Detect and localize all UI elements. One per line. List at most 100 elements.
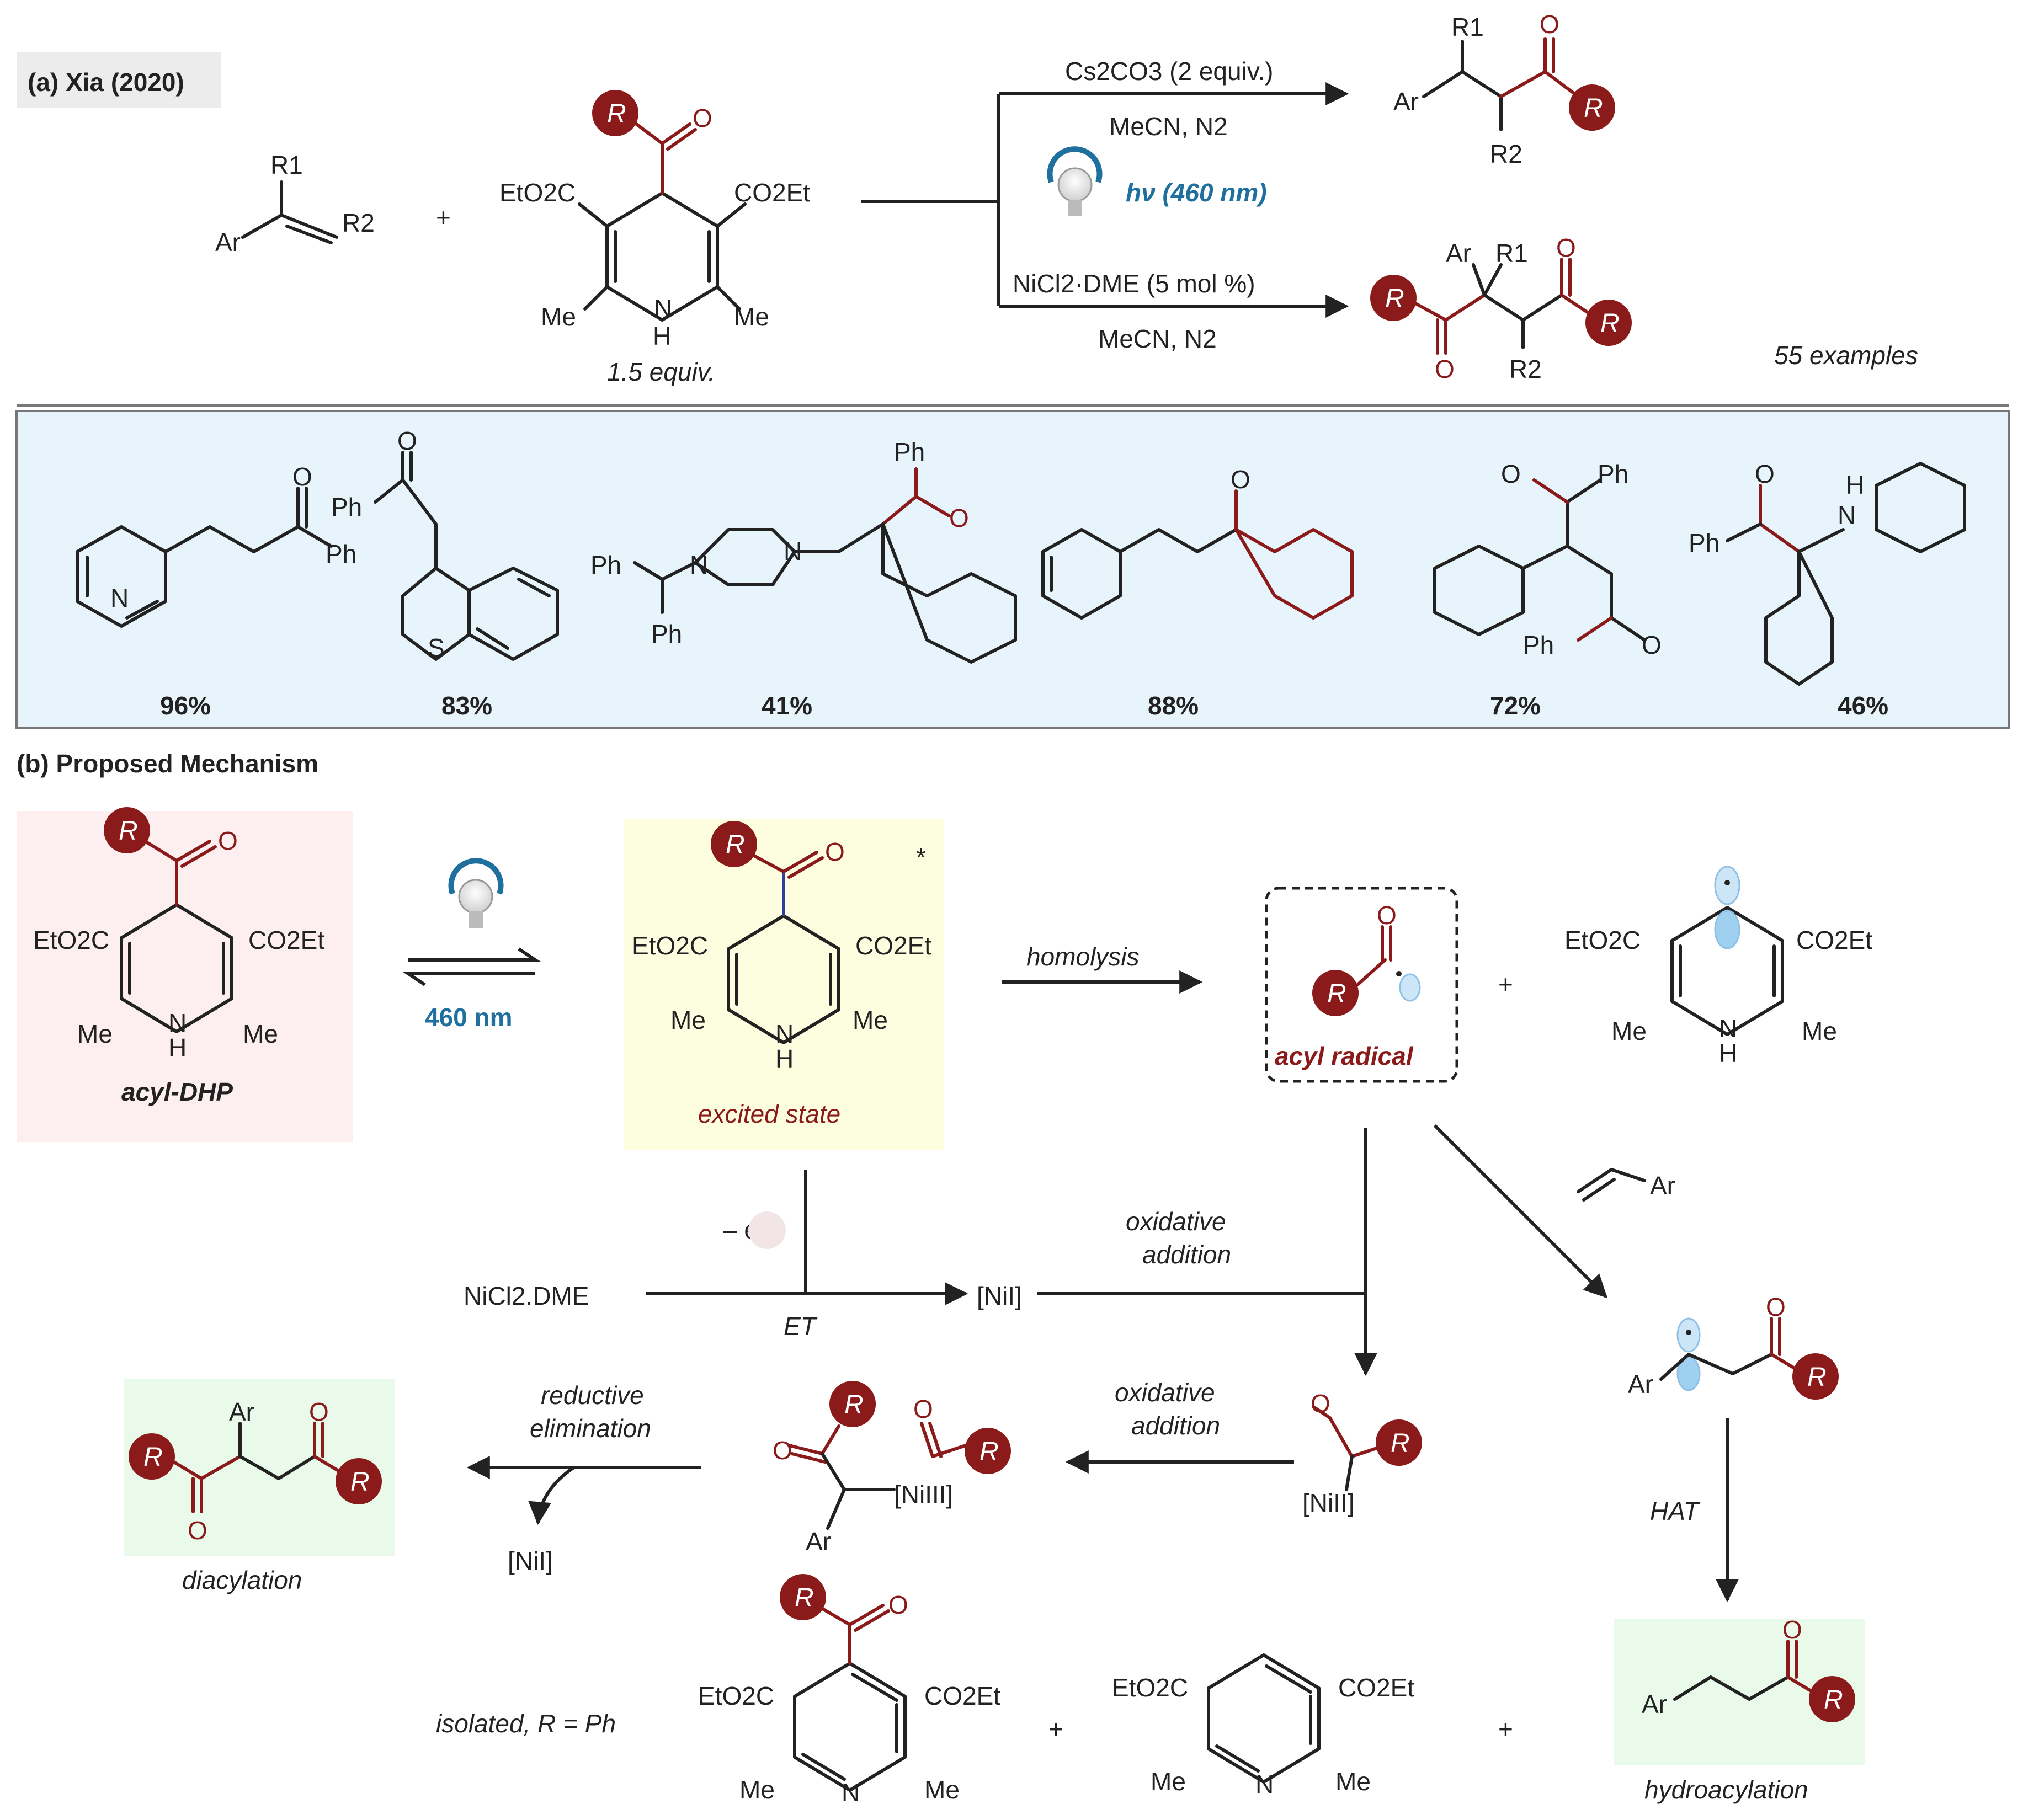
hydroacylation-product: R O Ar R1 R2: [1393, 10, 1615, 168]
nicl2-dme: NiCl2.DME: [464, 1282, 589, 1310]
svg-text:N: N: [1838, 501, 1856, 530]
svg-text:O: O: [397, 426, 417, 455]
lower-solvent: MeCN, N2: [1098, 324, 1217, 353]
svg-text:R2: R2: [1490, 140, 1522, 168]
svg-text:O: O: [1231, 465, 1250, 494]
svg-text:Me: Me: [853, 1006, 888, 1034]
svg-text:EtO2C: EtO2C: [1564, 926, 1641, 954]
svg-text:O: O: [693, 104, 712, 132]
svg-text:CO2Et: CO2Et: [924, 1682, 1000, 1710]
svg-text:R: R: [1584, 94, 1603, 123]
svg-text:R2: R2: [342, 209, 375, 237]
compound-1: N O Ph: [76, 462, 356, 628]
svg-text:Me: Me: [541, 302, 576, 331]
svg-text:R1: R1: [1451, 13, 1484, 41]
plus-byproduct-2: +: [1498, 1715, 1513, 1743]
hat-label: HAT: [1650, 1497, 1700, 1525]
svg-text:O: O: [218, 826, 238, 855]
diacylation-structure: R R O O Ar: [129, 1397, 382, 1545]
svg-text:N: N: [784, 537, 802, 565]
svg-text:H: H: [1846, 471, 1864, 499]
excited-state-label: excited state: [698, 1100, 840, 1128]
svg-text:O: O: [913, 1395, 933, 1423]
compound-4: O: [1041, 465, 1354, 620]
styrene-reagent: Ar: [1577, 1168, 1675, 1202]
svg-text:O: O: [1540, 10, 1559, 39]
svg-text:R: R: [143, 1443, 163, 1472]
oxidative-addition-2b: addition: [1131, 1411, 1220, 1440]
svg-text:Ph: Ph: [894, 437, 925, 466]
reagent-equiv: 1.5 equiv.: [607, 357, 715, 386]
wavelength-label: 460 nm: [425, 1003, 513, 1032]
svg-text:H: H: [1719, 1039, 1737, 1068]
acyl-dhp-structure: R O EtO2C CO2Et Me Me N H: [33, 807, 324, 1062]
examples-count: 55 examples: [1774, 341, 1918, 370]
svg-text:Me: Me: [1802, 1017, 1837, 1045]
yield-2: 83%: [441, 691, 492, 720]
svg-text:R1: R1: [270, 151, 303, 179]
svg-text:Ph: Ph: [590, 551, 621, 579]
svg-text:H: H: [653, 322, 671, 350]
reductive-elimination-b: elimination: [530, 1414, 651, 1443]
svg-text:Ar: Ar: [1642, 1690, 1667, 1718]
acyl-dhp-label: acyl-DHP: [121, 1077, 233, 1106]
oxidative-addition-1a: oxidative: [1126, 1207, 1226, 1236]
hydroacylation-label: hydroacylation: [1644, 1775, 1808, 1804]
upper-base: Cs2CO3 (2 equiv.): [1065, 57, 1274, 86]
compound-3: N N Ph Ph Ph O: [590, 437, 1017, 664]
svg-text:EtO2C: EtO2C: [698, 1682, 774, 1710]
acyl-dhp-reagent: R O EtO2C CO2Et Me Me N H: [499, 90, 810, 350]
svg-text:R: R: [1600, 309, 1620, 338]
svg-text:[NiII]: [NiII]: [1302, 1488, 1355, 1517]
acyl-radical-label: acyl radical: [1275, 1042, 1414, 1070]
acyl-pyridine: R O EtO2C CO2Et Me Me N: [698, 1574, 1000, 1807]
upper-solvent: MeCN, N2: [1109, 112, 1228, 141]
hydroacylation-structure: R O Ar: [1642, 1615, 1855, 1722]
ni3-complex: R R O O [NiIII] Ar: [773, 1381, 1011, 1556]
panel-a-title-bg: [17, 52, 221, 108]
acyl-radical-box: [1265, 887, 1458, 1083]
svg-text:R: R: [844, 1390, 864, 1419]
svg-text:O: O: [825, 837, 845, 866]
svg-text:Ar: Ar: [1446, 239, 1471, 268]
svg-text:R: R: [795, 1583, 814, 1613]
panel-a-title: (a) Xia (2020): [28, 68, 184, 97]
benzylic-radical: R O Ar: [1628, 1293, 1839, 1400]
svg-text:Ph: Ph: [1598, 460, 1628, 488]
svg-text:EtO2C: EtO2C: [33, 926, 109, 954]
svg-text:Me: Me: [734, 302, 769, 331]
yield-3: 41%: [762, 691, 812, 720]
svg-text:R: R: [1824, 1685, 1843, 1715]
svg-text:Ph: Ph: [1523, 631, 1554, 659]
compound-2: O Ph S: [331, 426, 559, 662]
svg-text:N: N: [654, 294, 672, 323]
excited-star: *: [916, 843, 926, 872]
svg-text:R: R: [1807, 1363, 1827, 1392]
svg-text:N: N: [1255, 1770, 1274, 1798]
svg-text:S: S: [428, 633, 445, 662]
svg-text:Ph: Ph: [651, 620, 682, 648]
svg-text:O: O: [1311, 1389, 1330, 1418]
acyl-radical-structure: R O: [1312, 901, 1421, 1016]
svg-text:R: R: [979, 1437, 999, 1466]
svg-text:CO2Et: CO2Et: [734, 178, 810, 207]
svg-text:R: R: [726, 830, 745, 860]
svg-text:EtO2C: EtO2C: [1112, 1673, 1188, 1702]
hantzsch-pyridine: EtO2C CO2Et Me Me N: [1112, 1653, 1414, 1798]
svg-text:O: O: [188, 1516, 207, 1545]
svg-text:Ph: Ph: [326, 540, 356, 568]
svg-text:R: R: [119, 816, 138, 846]
ni1-regenerated: [NiI]: [508, 1546, 553, 1575]
svg-text:N: N: [690, 551, 708, 579]
diacylation-label: diacylation: [182, 1566, 302, 1594]
svg-text:Ar: Ar: [1650, 1171, 1675, 1200]
svg-text:R: R: [350, 1467, 370, 1497]
homolysis-label: homolysis: [1026, 942, 1140, 971]
svg-text:Ar: Ar: [806, 1527, 831, 1556]
svg-text:O: O: [1755, 460, 1775, 488]
et-label: ET: [784, 1312, 818, 1341]
alkene-substrate: Ar R1 R2: [215, 151, 375, 257]
lower-catalyst: NiCl2·DME (5 mol %): [1013, 269, 1255, 298]
svg-text:Me: Me: [1151, 1767, 1186, 1796]
svg-text:N: N: [1719, 1014, 1737, 1043]
